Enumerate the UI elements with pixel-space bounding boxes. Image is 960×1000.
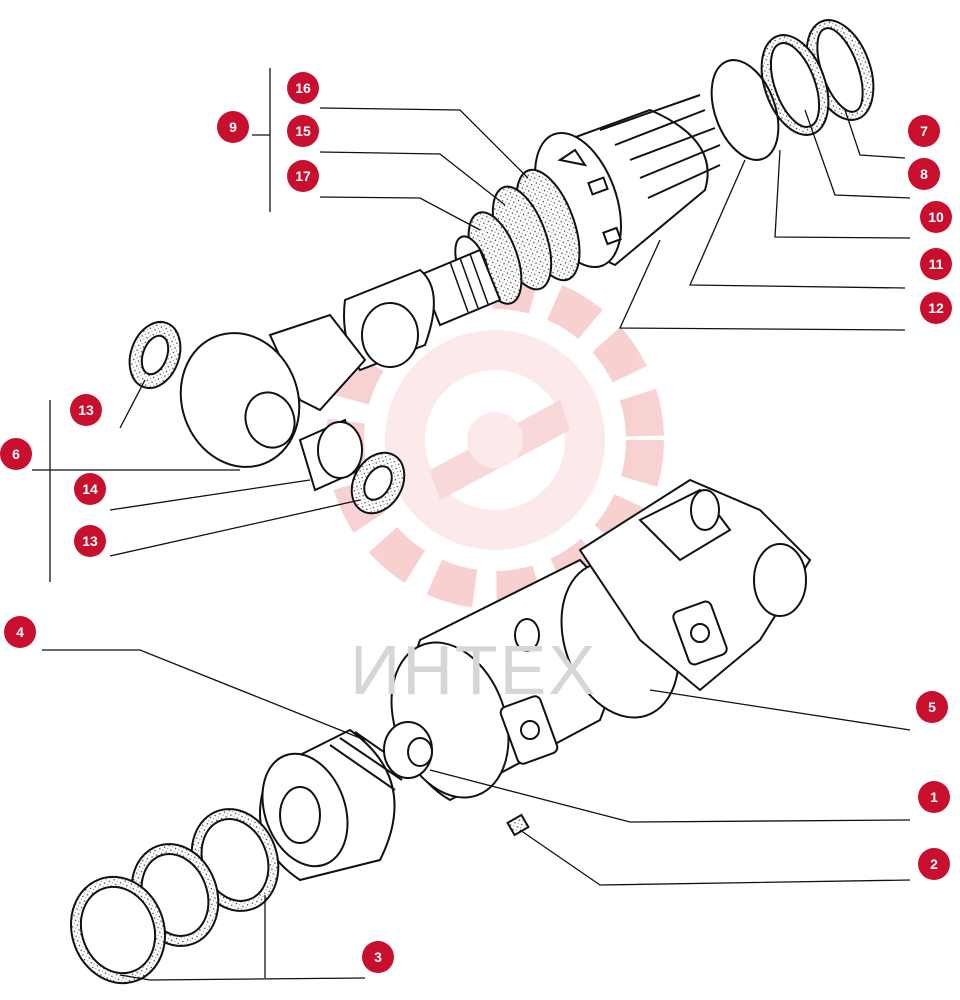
- callout-5-marker: [916, 691, 948, 723]
- callout-13b: 13: [82, 533, 98, 549]
- seal-rings-top: [710, 19, 875, 161]
- callout-5: 5: [928, 699, 936, 715]
- callout-11: 11: [929, 256, 944, 272]
- callout-13a-marker: [70, 394, 102, 426]
- callout-1: 1: [930, 789, 938, 805]
- watermark-text: ИНТЕХ: [350, 631, 598, 709]
- callout-6: 6: [12, 446, 20, 462]
- callout-10-marker: [920, 201, 952, 233]
- callout-13b-marker: [74, 525, 106, 557]
- callout-7: 7: [920, 123, 928, 139]
- callout-17-marker: [287, 160, 319, 192]
- callout-6-marker: [0, 438, 32, 470]
- callout-2: 2: [930, 856, 938, 872]
- callout-8: 8: [920, 166, 928, 182]
- piston-group: [69, 721, 530, 985]
- rod-assembly: [179, 94, 721, 468]
- barrel-assembly: [390, 478, 812, 802]
- callout-15: 15: [295, 123, 311, 139]
- callout-8-marker: [908, 158, 940, 190]
- callout-11-marker: [920, 248, 952, 280]
- callout-2-marker: [918, 848, 950, 880]
- callout-3: 3: [374, 949, 382, 965]
- callout-14: 14: [82, 481, 98, 497]
- callout-4-marker: [4, 616, 36, 648]
- callout-14-marker: [74, 473, 106, 505]
- callout-9-marker: [217, 111, 249, 143]
- callout-12-marker: [920, 292, 952, 324]
- callout-12: 12: [928, 300, 944, 316]
- callout-9: 9: [229, 119, 237, 135]
- callout-1-marker: [918, 781, 950, 813]
- callout-7-marker: [908, 115, 940, 147]
- callout-13a: 13: [78, 402, 94, 418]
- callout-16: 16: [295, 80, 311, 96]
- eye-bushing-group: [128, 321, 406, 515]
- callout-labels: 1 2 3 4 5 6 7 8 9 10 11 12 13 13 14 15 1…: [12, 80, 944, 965]
- callout-17: 17: [295, 168, 311, 184]
- callout-15-marker: [287, 115, 319, 147]
- callout-16-marker: [287, 72, 319, 104]
- leader-lines: [32, 68, 911, 981]
- callout-10: 10: [928, 209, 944, 225]
- callout-4: 4: [16, 624, 24, 640]
- callout-3-marker: [362, 941, 394, 973]
- callout-markers: [0, 72, 952, 973]
